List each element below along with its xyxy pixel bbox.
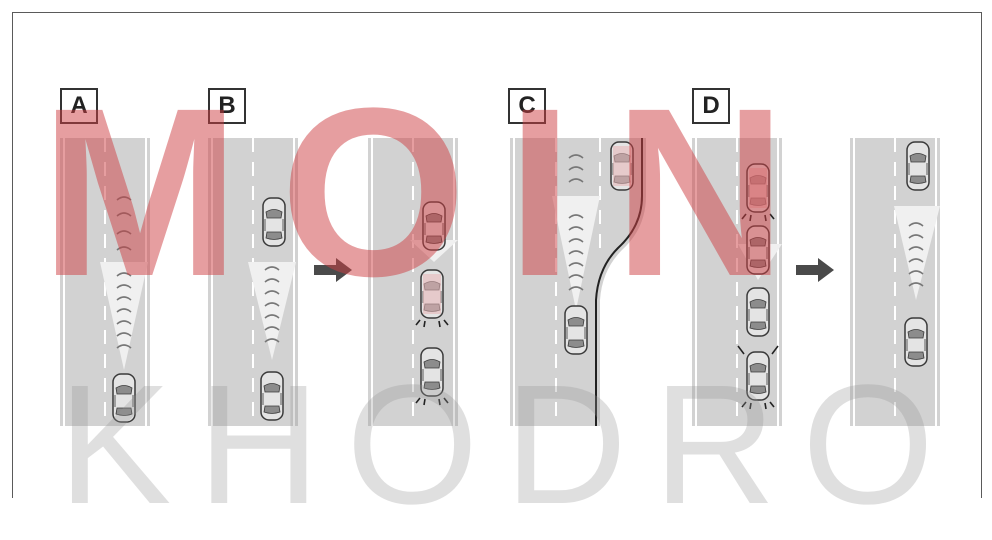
arrow-right-icon xyxy=(796,258,834,282)
car-braking xyxy=(741,163,775,222)
road-d xyxy=(692,138,782,426)
road-c xyxy=(510,138,646,426)
car xyxy=(746,225,770,275)
road-a xyxy=(60,138,150,426)
car-braking xyxy=(737,345,779,410)
car-braking xyxy=(415,269,449,328)
arrow-right-icon xyxy=(314,258,352,282)
car xyxy=(112,373,136,423)
road-b-result xyxy=(368,138,458,426)
road-d-result xyxy=(850,138,940,426)
car xyxy=(904,317,928,367)
panel-label-a: A xyxy=(60,88,98,124)
car-merging xyxy=(610,141,634,191)
car-ahead xyxy=(422,201,446,251)
panel-label-c: C xyxy=(508,88,546,124)
diagram-frame xyxy=(12,12,982,498)
car xyxy=(564,305,588,355)
road-b xyxy=(208,138,298,426)
car xyxy=(260,371,284,421)
car-ahead xyxy=(906,141,930,191)
panel-label-b: B xyxy=(208,88,246,124)
car-ahead xyxy=(262,197,286,247)
traffic-scenes xyxy=(60,138,940,426)
car xyxy=(746,287,770,337)
panel-label-d: D xyxy=(692,88,730,124)
